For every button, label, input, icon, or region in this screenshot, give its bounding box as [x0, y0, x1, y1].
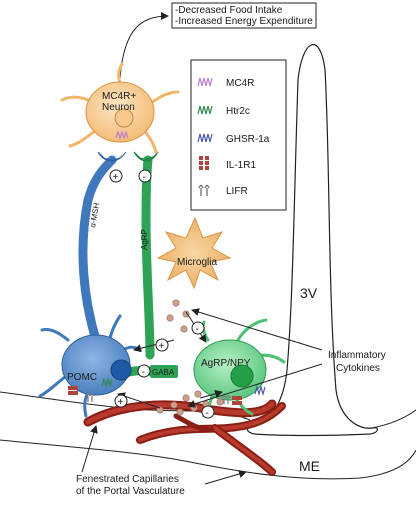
third-ventricle-outline	[246, 43, 378, 437]
agrp-nucleus	[230, 364, 254, 388]
legend-item-htr2c: Htr2c	[197, 105, 250, 117]
agrp-axon-label: AgRP	[140, 229, 149, 250]
microglia-label: Microglia	[177, 257, 217, 268]
mc4r-receptor-on-neuron-icon	[115, 130, 129, 140]
htr2c-receptor-icon	[197, 105, 213, 115]
mc4r-neuron-label-line-2: Neuron	[102, 102, 135, 113]
svg-text:-: -	[196, 324, 199, 335]
sign-pomc-mc4r: +	[109, 169, 123, 183]
mc4r-receptor-icon	[197, 77, 213, 87]
pomc-label: POMC	[67, 372, 97, 383]
outcome-line-1: -Decreased Food Intake	[175, 5, 283, 16]
svg-text:+: +	[113, 172, 119, 183]
microglia: Microglia	[156, 216, 232, 290]
svg-text:GHSR-1a: GHSR-1a	[226, 134, 270, 145]
mc4r-to-outcome-arrow	[119, 12, 169, 79]
outcome-box: -Decreased Food Intake -Increased Energy…	[171, 2, 317, 29]
svg-text:+: +	[159, 341, 165, 352]
svg-text:MC4R: MC4R	[226, 78, 254, 89]
il1r1-receptor-icon	[199, 156, 209, 170]
pomc-axon-label: α-MSH	[88, 202, 101, 228]
lifr-receptor-icon	[198, 184, 210, 196]
portal-capillaries	[83, 399, 286, 476]
svg-text:Htr2c: Htr2c	[226, 106, 250, 117]
svg-text:-: -	[142, 367, 145, 378]
legend-item-mc4r: MC4R	[197, 77, 254, 89]
agrp-npy-label: AgRP/NPY	[201, 358, 251, 369]
sign-gaba: -	[137, 364, 151, 378]
pomc-nucleus	[110, 359, 132, 381]
legend-item-ghsr1a: GHSR-1a	[197, 133, 270, 145]
signal-signs: + - - + - + -	[109, 169, 215, 419]
svg-text:-: -	[206, 408, 209, 419]
sign-microglia-agrp: -	[191, 321, 205, 335]
pomc-axon-terminal	[97, 151, 127, 162]
svg-text:IL-1R1: IL-1R1	[226, 160, 256, 171]
sign-capillary-agrp: -	[201, 405, 215, 419]
fenestrated-pointer-left	[81, 425, 98, 473]
cell-surface-receptors	[68, 376, 266, 405]
gaba-label-bg	[150, 365, 178, 378]
agrp-npy-neuron: AgRP/NPY	[193, 318, 286, 418]
svg-text:LIFR: LIFR	[226, 186, 248, 197]
median-eminence-label: ME	[299, 458, 320, 474]
legend-item-lifr: LIFR	[198, 184, 248, 197]
fenestrated-label-line-1: Fenestrated Capillaries	[76, 474, 179, 485]
inflammatory-label-line-1: Inflammatory	[328, 350, 386, 361]
mc4r-neuron: MC4R+ Neuron	[60, 62, 180, 154]
fenestrated-label-line-2: of the Portal Vasculature	[76, 486, 185, 497]
agrp-axon-terminal	[133, 151, 159, 162]
legend-item-il1r1: IL-1R1	[199, 156, 256, 171]
svg-text:+: +	[118, 397, 124, 408]
agrp-axon	[141, 155, 155, 360]
fenestrated-pointer-right	[204, 470, 247, 485]
third-ventricle-label: 3V	[300, 285, 318, 301]
outcome-line-2: -Increased Energy Expenditure	[175, 16, 313, 27]
median-eminence-outline	[0, 439, 416, 480]
legend: MC4R Htr2c GHSR-1a IL-1R1 LIFR	[190, 59, 287, 211]
sign-agrp-mc4r: -	[138, 169, 152, 183]
mc4r-neuron-label-line-1: MC4R+	[102, 91, 136, 102]
gaba-label: GABA	[152, 368, 175, 377]
pomc-neuron: POMC	[38, 314, 142, 418]
sign-microglia-pomc: +	[155, 338, 169, 352]
svg-text:-: -	[143, 172, 146, 183]
mc4r-nucleus	[114, 108, 134, 128]
sign-capillary-pomc: +	[114, 394, 128, 408]
inflammatory-label-line-2: Cytokines	[336, 363, 380, 374]
pomc-axon	[78, 155, 117, 345]
ghsr1a-receptor-icon	[197, 133, 213, 143]
median-eminence-top-line	[371, 409, 416, 429]
